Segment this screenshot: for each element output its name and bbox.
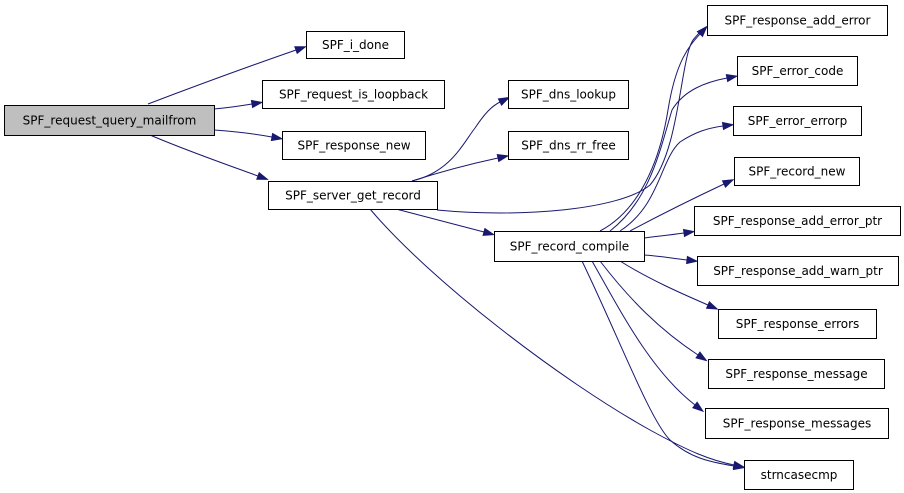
node-label: SPF_response_add_warn_ptr — [713, 264, 883, 278]
arrowhead-root-to-get_record — [256, 171, 269, 180]
edge-record_compile-to-messages — [591, 260, 696, 406]
node-box[interactable] — [262, 80, 445, 109]
edge-record_compile-to-add_error — [599, 33, 701, 232]
call-edges — [147, 25, 746, 471]
node-label: SPF_dns_rr_free — [521, 139, 616, 153]
node-box[interactable] — [707, 5, 888, 36]
edge-record_compile-to-strncasecmp — [581, 260, 735, 467]
arrowhead-root-to-is_loopback — [250, 99, 264, 109]
node-box[interactable] — [734, 157, 860, 186]
node-label: SPF_response_add_error_ptr — [713, 214, 882, 228]
node-box[interactable] — [508, 131, 629, 160]
node-i-done[interactable]: SPF_i_done — [306, 31, 405, 59]
edge-record_compile-to-error_errorp — [619, 125, 724, 232]
edge-record_compile-to-record_new — [629, 183, 725, 232]
node-add-error[interactable]: SPF_response_add_error — [707, 5, 888, 36]
node-get-record[interactable]: SPF_server_get_record — [268, 181, 438, 210]
node-response-new[interactable]: SPF_response_new — [282, 131, 426, 160]
arrowhead-root-to-i_done — [294, 46, 307, 55]
node-record-compile[interactable]: SPF_record_compile — [494, 231, 645, 262]
node-add-warn-ptr[interactable]: SPF_response_add_warn_ptr — [697, 256, 899, 286]
node-label: SPF_response_new — [297, 139, 410, 153]
function-nodes: SPF_request_query_mailfromSPF_i_doneSPF_… — [4, 5, 901, 490]
edge-get_record-to-dns_lookup — [411, 101, 501, 182]
node-label: SPF_error_errorp — [748, 114, 847, 128]
node-label: SPF_response_errors — [736, 317, 860, 331]
node-messages[interactable]: SPF_response_messages — [705, 408, 889, 439]
arrowhead-record_compile-to-error_errorp — [721, 121, 735, 131]
node-root[interactable]: SPF_request_query_mailfrom — [4, 105, 215, 136]
arrowhead-record_compile-to-error_code — [725, 73, 739, 83]
node-label: strncasecmp — [761, 468, 838, 482]
node-box[interactable] — [268, 181, 438, 210]
node-dns-rr-free[interactable]: SPF_dns_rr_free — [508, 131, 629, 160]
edge-root-to-i_done — [147, 49, 297, 105]
node-message[interactable]: SPF_response_message — [708, 359, 885, 389]
node-box[interactable] — [708, 359, 885, 389]
edge-record_compile-to-add_warn_ptr — [643, 254, 688, 261]
edge-record_compile-to-add_error_ptr — [643, 232, 685, 239]
edge-root-to-is_loopback — [213, 103, 253, 110]
arrowhead-record_compile-to-add_error — [696, 25, 708, 38]
node-label: SPF_response_messages — [723, 417, 871, 431]
node-record-new[interactable]: SPF_record_new — [734, 157, 860, 186]
arrowhead-record_compile-to-add_warn_ptr — [686, 255, 699, 265]
edge-record_compile-to-error_code — [609, 77, 728, 232]
edge-root-to-get_record — [149, 134, 259, 177]
node-label: SPF_record_new — [749, 165, 846, 179]
node-box[interactable] — [718, 309, 877, 339]
arrowhead-record_compile-to-add_error_ptr — [682, 228, 696, 238]
edge-record_compile-to-errors — [619, 260, 709, 306]
edge-get_record-to-strncasecmp — [369, 208, 735, 466]
node-box[interactable] — [737, 56, 858, 86]
node-label: SPF_record_compile — [510, 240, 629, 254]
node-label: SPF_response_message — [725, 367, 867, 381]
node-error-code[interactable]: SPF_error_code — [737, 56, 858, 86]
node-label: SPF_request_is_loopback — [279, 88, 428, 102]
node-box[interactable] — [694, 206, 901, 236]
node-strncasecmp[interactable]: strncasecmp — [744, 460, 854, 490]
node-box[interactable] — [494, 231, 645, 262]
node-label: SPF_response_add_error — [725, 14, 871, 28]
edge-get_record-to-add_error — [436, 29, 703, 214]
arrowhead-record_compile-to-record_new — [721, 179, 735, 189]
arrowhead-get_record-to-dns_rr_free — [496, 153, 510, 163]
arrowhead-get_record-to-dns_lookup — [497, 96, 511, 106]
node-box[interactable] — [697, 256, 899, 286]
node-box[interactable] — [4, 105, 215, 136]
node-errors[interactable]: SPF_response_errors — [718, 309, 877, 339]
node-label: SPF_dns_lookup — [521, 88, 616, 102]
arrowhead-record_compile-to-messages — [692, 401, 705, 413]
node-box[interactable] — [705, 408, 889, 439]
arrowhead-record_compile-to-strncasecmp — [732, 461, 746, 471]
arrowhead-get_record-to-record_compile — [482, 227, 496, 236]
node-box[interactable] — [508, 80, 629, 109]
edge-get_record-to-dns_rr_free — [411, 157, 499, 182]
arrowhead-record_compile-to-message — [695, 351, 708, 362]
node-dns-lookup[interactable]: SPF_dns_lookup — [508, 80, 629, 109]
edge-record_compile-to-message — [599, 260, 699, 356]
node-error-errorp[interactable]: SPF_error_errorp — [733, 106, 862, 136]
arrowhead-root-to-response_new — [270, 132, 284, 142]
node-label: SPF_i_done — [322, 38, 389, 52]
node-box[interactable] — [744, 460, 854, 490]
node-box[interactable] — [733, 106, 862, 136]
arrowhead-record_compile-to-errors — [705, 300, 719, 310]
edge-root-to-response_new — [213, 129, 273, 138]
edge-get_record-to-record_compile — [395, 208, 485, 233]
node-add-error-ptr[interactable]: SPF_response_add_error_ptr — [694, 206, 901, 236]
node-label: SPF_error_code — [752, 64, 844, 78]
node-label: SPF_server_get_record — [285, 189, 421, 203]
node-label: SPF_request_query_mailfrom — [23, 114, 197, 128]
node-box[interactable] — [306, 31, 405, 59]
node-box[interactable] — [282, 131, 426, 160]
node-is-loopback[interactable]: SPF_request_is_loopback — [262, 80, 445, 109]
